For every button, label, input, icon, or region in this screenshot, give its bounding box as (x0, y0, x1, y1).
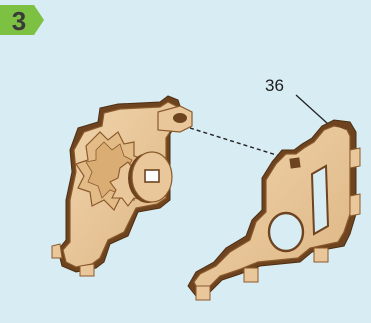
rectangular-window (312, 166, 328, 234)
bottom-foot (80, 264, 94, 276)
part-number-label: 36 (265, 76, 284, 96)
left-foot (52, 244, 62, 258)
round-hole (269, 213, 303, 251)
foot-right (314, 248, 328, 262)
right-tab-1 (350, 148, 360, 168)
axle-disc (128, 152, 172, 203)
square-slot (289, 157, 300, 168)
right-tab-2 (350, 194, 360, 216)
gear-assembly (52, 96, 192, 276)
part-36-panel (188, 120, 360, 300)
foot-left (196, 286, 210, 300)
foot-mid (244, 268, 258, 282)
